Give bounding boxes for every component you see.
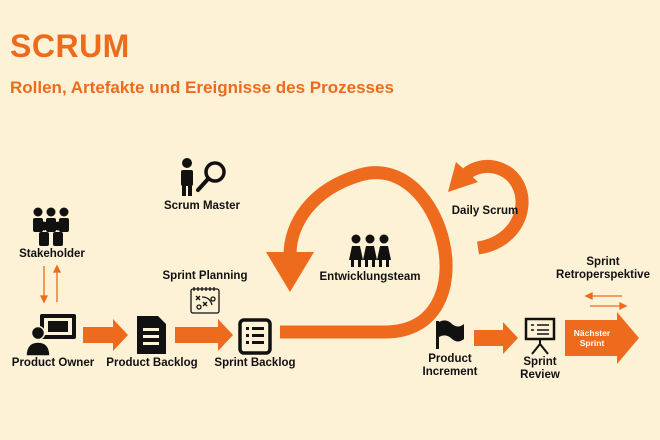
- product-owner-icon: [25, 314, 76, 357]
- sprint-planning-label: Sprint Planning: [162, 270, 248, 282]
- arrow-product-to-sprint-backlog: [175, 319, 233, 351]
- sprint-review-line2: Review: [520, 369, 560, 381]
- sprint-planning-icon: [190, 287, 220, 314]
- scrum-master-label: Scrum Master: [163, 200, 241, 212]
- product-backlog-icon: [137, 316, 166, 354]
- sprint-cycle-loop: [280, 166, 453, 339]
- sprint-review-line1: Sprint: [523, 356, 557, 368]
- sprint-cycle-arrowhead: [266, 252, 314, 292]
- next-sprint-arrow: [565, 312, 639, 364]
- arrow-increment-to-review: [474, 322, 518, 354]
- presentation-icon: [524, 317, 556, 355]
- entwicklungsteam-label: Entwicklungsteam: [319, 271, 421, 283]
- page-title: SCRUM: [10, 28, 130, 64]
- stakeholders-icon: [33, 207, 69, 246]
- flag-icon: [436, 320, 464, 349]
- next-sprint-line2: Sprint: [579, 338, 605, 348]
- daily-scrum-label: Daily Scrum: [451, 205, 519, 217]
- sprint-backlog-label: Sprint Backlog: [214, 357, 296, 369]
- sprint-backlog-icon: [238, 318, 272, 355]
- retro-arrows: [584, 291, 628, 311]
- team-icon: [349, 234, 391, 267]
- sprint-review-label: Sprint Review: [510, 356, 570, 382]
- stakeholder-po-arrows: [39, 264, 62, 304]
- product-owner-label: Product Owner: [11, 357, 95, 369]
- daily-scrum-arrowhead: [448, 162, 478, 192]
- next-sprint-line1: Nächster: [573, 328, 611, 338]
- arrow-po-to-product-backlog: [83, 319, 128, 351]
- stakeholder-label: Stakeholder: [19, 248, 85, 260]
- product-backlog-label: Product Backlog: [106, 357, 198, 369]
- scrum-master-icon: [181, 158, 226, 196]
- product-increment-label: Product Increment: [410, 353, 490, 379]
- product-increment-line2: Increment: [422, 366, 478, 378]
- sprint-retro-line1: Sprint: [586, 256, 620, 268]
- product-increment-line1: Product: [428, 353, 472, 365]
- sprint-retro-label: Sprint Retroperspektive: [548, 256, 658, 282]
- page-subtitle: Rollen, Artefakte und Ereignisse des Pro…: [10, 78, 394, 97]
- next-sprint-label: Nächster Sprint: [566, 328, 618, 348]
- daily-scrum-loop: [457, 159, 529, 255]
- sprint-retro-line2: Retroperspektive: [556, 269, 650, 281]
